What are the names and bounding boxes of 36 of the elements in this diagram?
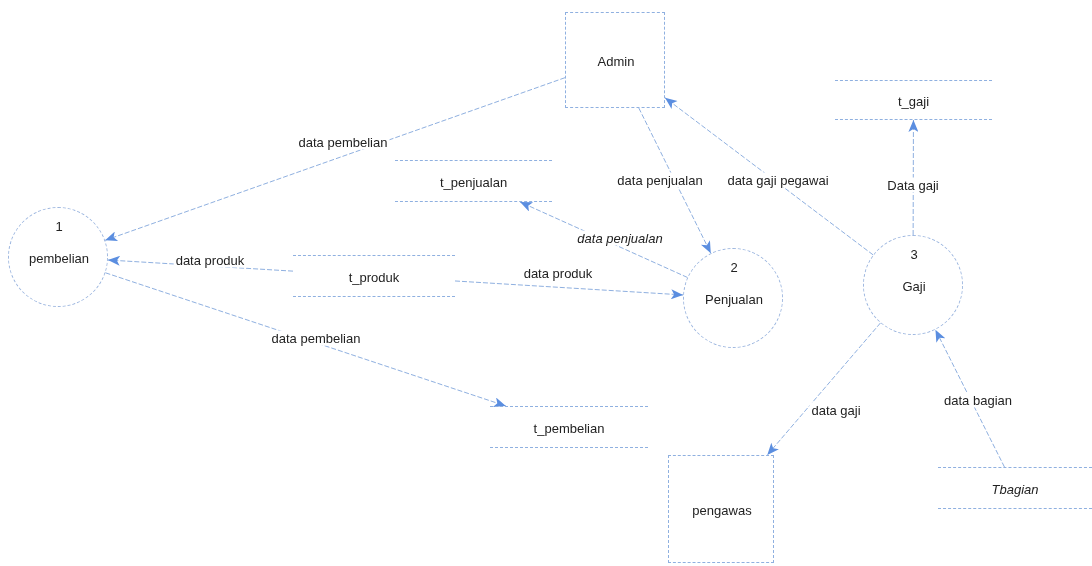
data-store (490, 406, 648, 448)
node-label: Tbagian (991, 481, 1039, 497)
data-store (835, 80, 992, 120)
process-name: Gaji (902, 278, 926, 294)
node-label: t_produk (348, 269, 400, 285)
edge-label: data bagian (942, 392, 1014, 408)
arrow (664, 97, 874, 256)
arrow (454, 280, 684, 300)
arrow (638, 107, 712, 254)
edge-label: data pembelian (269, 330, 363, 346)
external-entity-box (565, 12, 665, 108)
node-label: t_pembelian (533, 420, 605, 436)
process-number: 1 (55, 218, 63, 234)
data-store (938, 467, 1092, 509)
process-circle (8, 207, 108, 307)
process-name: pembelian (29, 250, 89, 266)
node-label: pengawas (692, 502, 752, 518)
arrow (766, 322, 881, 456)
edge-label: data penjualan (575, 230, 665, 246)
edge-label: data penjualan (615, 172, 705, 188)
edge-label: data gaji (809, 402, 863, 418)
process-number: 3 (910, 246, 918, 262)
node-label: Admin (597, 53, 635, 69)
arrow (908, 119, 919, 236)
edge-label: Data gaji (885, 177, 941, 193)
edge-label: data gaji pegawai (725, 172, 831, 188)
process-number: 2 (730, 259, 738, 275)
arrow (104, 272, 507, 407)
arrow (934, 329, 1005, 468)
process-name: Penjualan (705, 291, 763, 307)
data-store (395, 160, 552, 202)
data-store (293, 255, 455, 297)
node-label: t_gaji (897, 93, 930, 109)
arrow (104, 77, 566, 242)
node-label: t_penjualan (439, 174, 508, 190)
external-entity-box (668, 455, 774, 563)
